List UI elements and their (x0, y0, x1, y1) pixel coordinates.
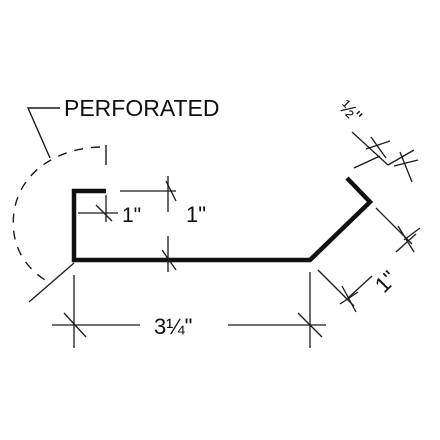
dimension-base-width (28, 262, 326, 348)
perforated-label: PERFORATED (64, 95, 219, 121)
flange-height-label: 1" (186, 202, 206, 227)
dimension-flange-height (120, 176, 177, 272)
base-width-label: 3¼" (154, 314, 192, 339)
inner-flange-width-label: 1" (122, 204, 141, 227)
profile-left-return-and-base (71, 176, 374, 263)
perforated-leader-line (26, 107, 60, 159)
dimension-lip-length (351, 131, 419, 183)
slope-length-label: 1" (370, 266, 402, 298)
metal-profile (71, 176, 374, 263)
dimension-inner-flange-width (78, 195, 118, 222)
perforated-dashed-arc (12, 146, 101, 281)
lip-length-label: ½" (334, 97, 365, 128)
dimension-slope-length (317, 207, 421, 313)
